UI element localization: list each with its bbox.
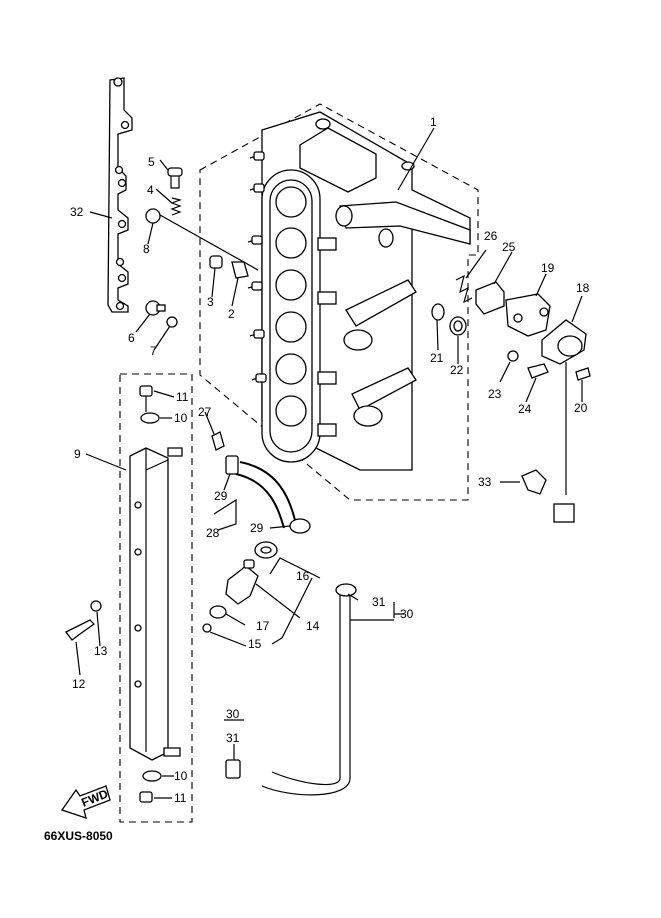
callout-26: 26 [484,229,498,243]
part-5-screw [167,167,183,189]
callout-1: 1 [430,115,437,129]
part-3-nut [209,255,223,269]
callout-30-bottom: 30 [226,707,240,721]
callout-24: 24 [518,402,532,416]
part-29-clip-lower [289,518,311,534]
part-6-bolt [145,300,166,316]
callout-15: 15 [248,637,262,651]
part-14-valve [225,559,259,605]
part-23-washer [507,350,519,362]
fwd-arrow-icon: FWD [60,785,111,819]
callout-3: 3 [207,295,214,309]
part-33-clamp [521,469,547,495]
part-11-bolt-bottom [139,791,153,803]
callout-11-bottom: 11 [174,791,187,805]
part-22-seal [449,316,467,336]
part-21-cap [431,303,445,321]
part-31-clip-lower [225,759,241,779]
part-29-clip-upper [225,455,239,475]
callout-27: 27 [198,405,212,419]
callout-31-bottom: 31 [226,731,240,745]
callout-10-bottom: 10 [174,769,188,783]
part-12-bolt [65,619,96,641]
callout-32: 32 [70,205,84,219]
part-30-hose [261,594,351,796]
part-20-screw [575,367,591,381]
callout-20: 20 [574,401,588,415]
part-25-block [475,281,505,315]
part-10-washer-bottom [142,770,162,782]
callout-10-top: 10 [174,411,188,425]
callout-2: 2 [228,307,235,321]
part-28-hose [235,461,297,529]
part-4-spring [170,197,183,216]
part-16-grommet [254,541,278,559]
callout-22: 22 [450,363,464,377]
part-17-o-ring [209,605,227,619]
part-11-bolt-top [139,385,153,412]
part-1-intake-manifold [247,111,471,471]
callout-29-upper: 29 [214,489,228,503]
callout-18: 18 [576,281,590,295]
callout-29-lower: 29 [250,521,264,535]
callout-17: 17 [256,619,270,633]
callout-11-top: 11 [176,390,189,404]
part-13-washer [90,600,102,612]
callout-9: 9 [74,447,81,461]
part-26-spring [455,274,473,304]
callout-31-right: 31 [372,595,386,609]
part-24-screw [527,363,549,379]
part-8-rod [145,208,259,271]
callout-33: 33 [478,475,492,489]
callout-12: 12 [72,677,86,691]
fuel-rail-assembly-boundary [119,373,193,823]
callout-labels: 1 2 3 4 5 6 7 8 9 10 10 11 11 12 13 14 1… [70,115,590,805]
callout-21: 21 [430,351,444,365]
part-32-gasket [107,77,133,313]
callout-28: 28 [206,526,220,540]
part-27-nipple [211,431,225,451]
callout-13: 13 [94,644,108,658]
intake-assembly-boundary [199,103,479,501]
part-2-clip [231,261,249,279]
part-19-bracket [505,293,551,337]
callout-5: 5 [148,155,155,169]
part-15-o-ring [202,623,212,633]
diagram-code: 66XUS-8050 [44,829,113,843]
callout-6: 6 [128,331,135,345]
callout-14: 14 [306,619,320,633]
part-9-fuel-rail [129,447,183,761]
leader-lines [75,127,583,799]
part-31-clip-upper [335,583,357,597]
callout-4: 4 [147,183,154,197]
part-10-washer-top [140,412,160,424]
callout-23: 23 [488,387,502,401]
callout-16: 16 [296,569,310,583]
callout-7: 7 [150,344,157,358]
part-7-washer [166,316,178,328]
callout-25: 25 [502,240,516,254]
callout-19: 19 [541,261,555,275]
callout-8: 8 [143,242,150,256]
callout-30-right: 30 [400,607,414,621]
part-18-sensor [541,319,587,523]
